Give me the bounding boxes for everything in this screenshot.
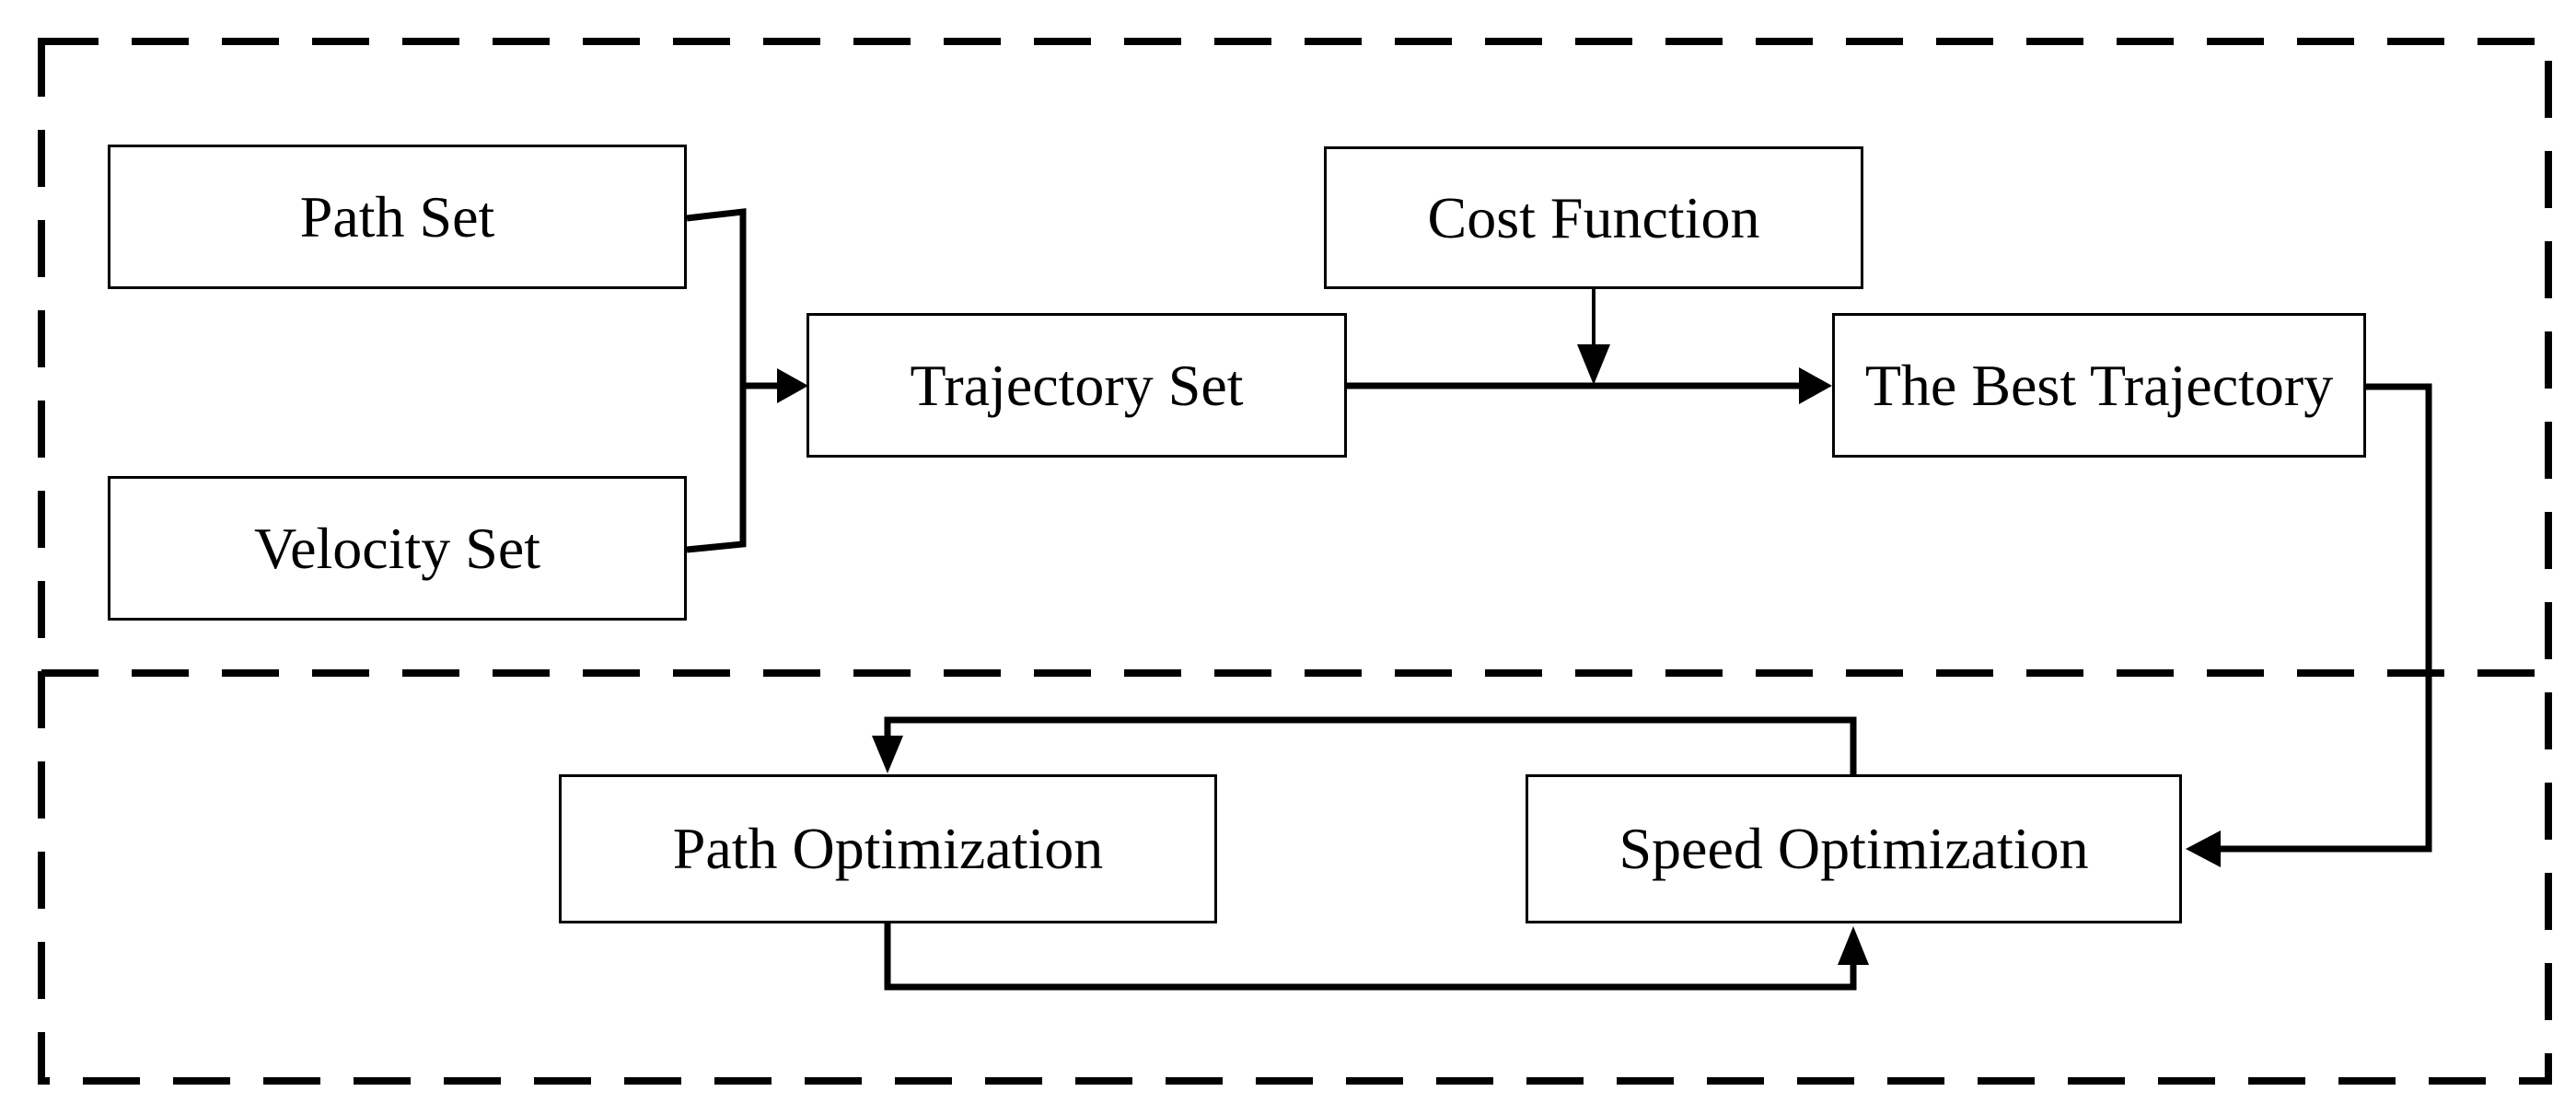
edge-pathset-velocityset-bus bbox=[686, 208, 747, 553]
node-trajectory-set: Trajectory Set bbox=[806, 313, 1347, 458]
node-velocity-set-label: Velocity Set bbox=[253, 515, 541, 581]
node-path-set-label: Path Set bbox=[299, 183, 495, 250]
arrowhead-into-pathopt-top-icon bbox=[872, 736, 903, 773]
node-best-trajectory-label: The Best Trajectory bbox=[1864, 352, 2334, 418]
node-speed-optimization-label: Speed Optimization bbox=[1619, 816, 2089, 881]
arrowhead-into-speedopt-right-icon bbox=[2186, 830, 2221, 867]
arrowhead-into-trajectoryset-icon bbox=[777, 368, 808, 403]
arrowhead-into-speedopt-bottom-icon bbox=[1838, 926, 1869, 965]
outer-dashed-border bbox=[38, 38, 2552, 1085]
node-path-optimization: Path Optimization bbox=[559, 774, 1217, 923]
node-velocity-set: Velocity Set bbox=[108, 476, 687, 621]
edge-pathopt-to-speedopt-loop-bottom bbox=[884, 923, 1857, 991]
node-path-optimization-label: Path Optimization bbox=[672, 816, 1104, 881]
node-best-trajectory: The Best Trajectory bbox=[1832, 313, 2366, 458]
node-cost-function-label: Cost Function bbox=[1427, 184, 1760, 250]
node-path-set: Path Set bbox=[108, 145, 687, 289]
arrowhead-into-besttrajectory-icon bbox=[1799, 367, 1832, 404]
node-speed-optimization: Speed Optimization bbox=[1526, 774, 2182, 923]
edge-besttrajectory-to-speedopt bbox=[2221, 383, 2432, 853]
node-cost-function: Cost Function bbox=[1324, 146, 1863, 289]
edge-speedopt-to-pathopt-loop-top bbox=[884, 716, 1857, 774]
node-trajectory-set-label: Trajectory Set bbox=[910, 352, 1244, 418]
arrowhead-costfunction-down-icon bbox=[1577, 344, 1610, 385]
